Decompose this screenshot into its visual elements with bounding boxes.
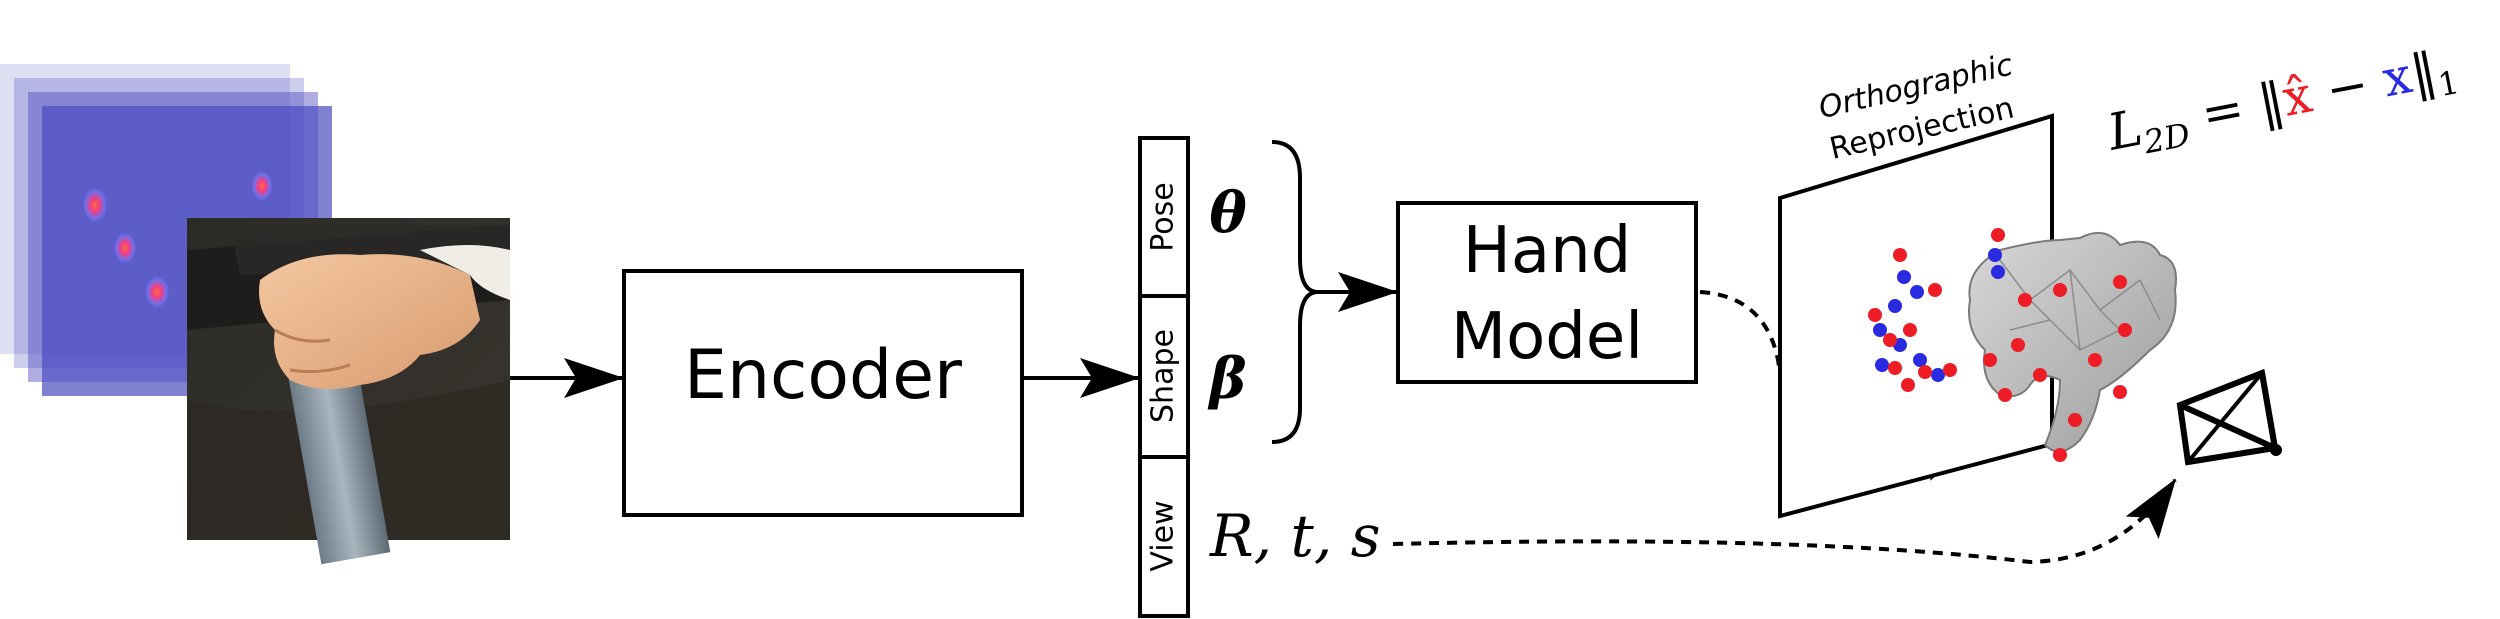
pose-slot-label: Pose <box>1146 182 1181 251</box>
predicted-keypoint <box>2018 293 2032 307</box>
predicted-keypoint <box>1918 365 1932 379</box>
predicted-keypoint <box>1883 333 1897 347</box>
target-keypoint <box>1931 368 1945 382</box>
predicted-keypoint <box>2053 448 2067 462</box>
input-hand-photo <box>187 218 510 565</box>
target-keypoint <box>1873 323 1887 337</box>
predicted-keypoint <box>2011 338 2025 352</box>
predicted-keypoint <box>1893 248 1907 262</box>
predicted-keypoint <box>2088 353 2102 367</box>
loss-subscript: 2D <box>2140 115 2193 161</box>
heatmap-blob <box>143 274 171 310</box>
predicted-keypoint <box>1998 388 2012 402</box>
pose-shape-brace <box>1271 140 1319 444</box>
predicted-keypoint <box>2053 283 2067 297</box>
loss-formula: L2D = ‖x̂ − x‖1 <box>2102 37 2462 167</box>
hand-model-label-line2: Model <box>1451 300 1643 374</box>
target-keypoint <box>1913 353 1927 367</box>
shape-slot-label: Shape <box>1146 329 1181 423</box>
target-keypoint <box>1991 265 2005 279</box>
view-symbols: R, t, s <box>1209 502 1381 570</box>
keypoint-clusters <box>1868 228 2132 462</box>
heatmap-blob <box>250 169 274 203</box>
predicted-keypoint <box>1901 378 1915 392</box>
camera-icon <box>2176 368 2282 466</box>
predicted-keypoint <box>1868 308 1882 322</box>
predicted-keypoint <box>2113 385 2127 399</box>
predicted-keypoint <box>1928 283 1942 297</box>
predicted-keypoint <box>2113 275 2127 289</box>
encoder-block <box>622 269 1024 517</box>
predicted-keypoint <box>2118 323 2132 337</box>
predicted-keypoint <box>1888 361 1902 375</box>
shape-symbol: β <box>1207 346 1246 412</box>
loss-minus: − <box>2306 51 2389 122</box>
target-keypoint <box>1988 248 2002 262</box>
target-keypoint <box>1910 285 1924 299</box>
target-keypoint <box>1888 299 1902 313</box>
loss-lhs: L <box>2102 99 2147 162</box>
target-keypoint <box>1875 358 1889 372</box>
predicted-keypoint <box>1903 323 1917 337</box>
predicted-keypoint <box>2033 368 2047 382</box>
hand-model-block <box>1396 201 1698 384</box>
heatmap-blob <box>112 230 138 266</box>
hand-model-label-line1: Hand <box>1463 214 1632 288</box>
predicted-keypoint <box>2068 413 2082 427</box>
target-keypoint <box>1897 270 1911 284</box>
view-to-camera-dashed-arrow <box>1392 478 2177 565</box>
encoder-label: Encoder <box>684 336 962 415</box>
predicted-keypoint <box>1983 353 1997 367</box>
predicted-keypoint <box>1943 363 1957 377</box>
heatmap-blob <box>81 185 109 225</box>
parameter-vector: Pose Shape View <box>1138 136 1190 618</box>
view-slot-label: View <box>1146 500 1181 571</box>
loss-equals: = ‖ <box>2181 71 2289 147</box>
predicted-keypoint <box>1991 228 2005 242</box>
pose-symbol: θ <box>1209 180 1247 246</box>
